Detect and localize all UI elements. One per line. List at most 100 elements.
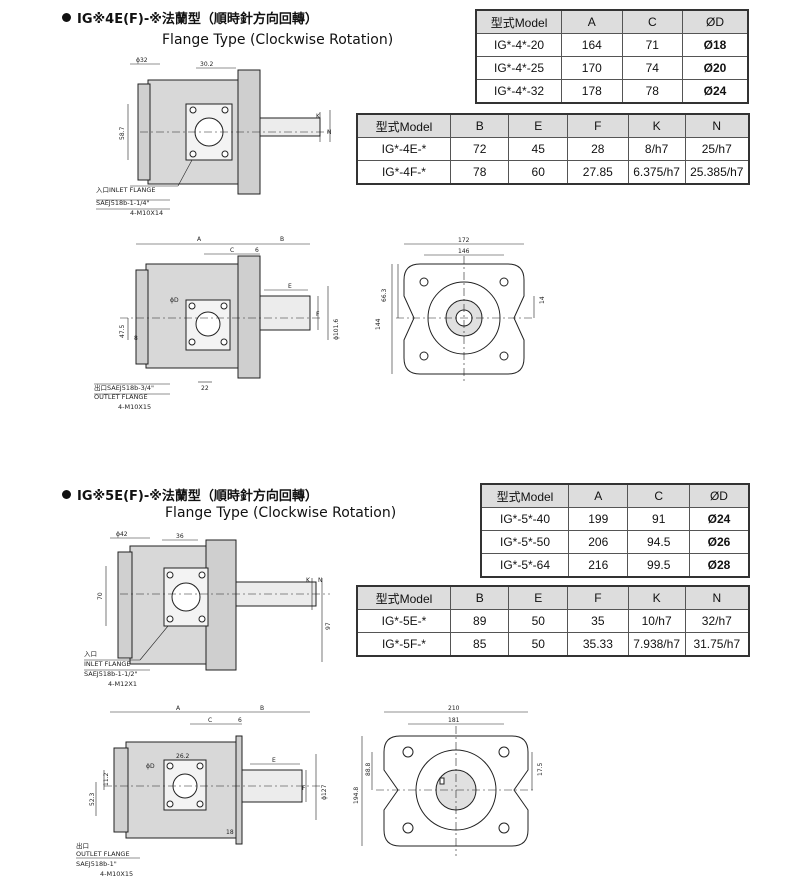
section1-side-view-bottom [94, 243, 329, 395]
dim-17-5: 17.5 [537, 762, 544, 776]
table-header-row: 型式Model B E F K N [355, 585, 750, 610]
dim-22: 22 [201, 385, 209, 392]
inlet-bolt-label: 4-M10X14 [130, 209, 163, 217]
cell: Ø20 [681, 56, 749, 80]
cell: 27.85 [566, 160, 629, 185]
cell: 28 [566, 137, 629, 161]
cell: 6.375/h7 [627, 160, 686, 185]
section1-bottom-labels: A B C 6 E F ϕD ϕ101.6 47.5 8 22 出口SAEJ51… [94, 236, 340, 411]
dim-18: 18 [226, 829, 234, 836]
section1-top-labels: ϕ32 30.2 58.7 K N 入口INLET FLANGE SAEJ518… [96, 57, 332, 217]
dim-210: 210 [448, 705, 460, 712]
dim-a: A [176, 705, 181, 712]
dim-phi42: ϕ42 [116, 531, 128, 538]
dim-8: 8 [134, 335, 138, 342]
cell: 8/h7 [627, 137, 686, 161]
cell: 31.75/h7 [684, 632, 750, 657]
table-header-row: 型式Model A C ØD [475, 9, 749, 34]
cell: IG*-5*-64 [480, 553, 569, 578]
dim-52-3: 52.3 [89, 792, 96, 806]
bullet-icon [62, 13, 71, 22]
cell: IG*-4*-25 [475, 56, 563, 80]
cell: 50 [508, 609, 569, 633]
cell: 72 [449, 137, 510, 161]
cell: 216 [567, 553, 629, 578]
section2-title: IG※5E(F)-※法蘭型（順時針方向回轉） [62, 485, 318, 504]
dim-phi127: ϕ127 [321, 784, 328, 800]
col-a: A [567, 483, 629, 508]
section1-subtitle: Flange Type (Clockwise Rotation) [162, 32, 394, 48]
col-b: B [449, 585, 510, 610]
dim-c: C [230, 247, 234, 254]
cell: Ø24 [681, 79, 749, 104]
cell: Ø28 [688, 553, 750, 578]
dim-n: N [318, 577, 323, 584]
dim-88-8: 88.8 [365, 762, 372, 776]
cell: 178 [561, 79, 623, 104]
table-row: IG*-4E-* 72 45 28 8/h7 25/h7 [355, 137, 750, 161]
cell: Ø26 [688, 530, 750, 554]
table-row: IG*-5*-40 199 91 Ø24 [480, 507, 750, 531]
section1-side-view-top [96, 63, 331, 210]
cell: 206 [567, 530, 629, 554]
section1-title-text: IG※4E(F)-※法蘭型（順時針方向回轉） [77, 12, 318, 27]
col-model: 型式Model [480, 483, 569, 508]
dim-144: 144 [375, 318, 382, 330]
dim-phi101-6: ϕ101.6 [333, 319, 340, 340]
dim-36: 36 [176, 533, 184, 540]
cell: 85 [449, 632, 510, 657]
dim-172: 172 [458, 237, 470, 244]
cell: IG*-4E-* [355, 137, 451, 161]
cell: 25.385/h7 [684, 160, 750, 185]
cell: 35.33 [567, 632, 629, 657]
cell: IG*-4*-32 [475, 79, 563, 104]
col-e: E [508, 113, 568, 138]
table-row: IG*-4*-25 170 74 Ø20 [475, 56, 749, 80]
col-d: ØD [688, 483, 750, 508]
table-row: IG*-4*-32 178 78 Ø24 [475, 79, 749, 104]
section1-table-top: 型式Model A C ØD IG*-4*-20 164 71 Ø18 IG*-… [475, 9, 749, 104]
dim-194-8: 194.8 [353, 787, 360, 804]
cell: 32/h7 [684, 609, 750, 633]
col-d: ØD [681, 9, 749, 34]
cell: IG*-5*-40 [480, 507, 569, 531]
cell: 170 [561, 56, 623, 80]
table-header-row: 型式Model B E F K N [355, 113, 750, 138]
dim-70: 70 [97, 592, 104, 600]
outlet-bolt-label: 4-M10X15 [118, 403, 151, 411]
section1-front-view [391, 243, 535, 382]
table-row: IG*-4*-20 164 71 Ø18 [475, 33, 749, 57]
cell: 94.5 [627, 530, 690, 554]
cell: 164 [561, 33, 623, 57]
dim-e: E [288, 283, 292, 290]
cell: 78 [621, 79, 683, 104]
section2-table-top: 型式Model A C ØD IG*-5*-40 199 91 Ø24 IG*-… [480, 483, 750, 578]
section2-front-view [361, 711, 536, 856]
dim-b: B [260, 705, 264, 712]
cell: 99.5 [627, 553, 690, 578]
dim-a: A [197, 236, 202, 243]
col-n: N [684, 585, 750, 610]
cell: IG*-4*-20 [475, 33, 563, 57]
section2-subtitle: Flange Type (Clockwise Rotation) [165, 505, 397, 521]
cell: 35 [567, 609, 629, 633]
cell: 10/h7 [627, 609, 686, 633]
col-f: F [567, 585, 629, 610]
dim-phi32: ϕ32 [136, 57, 148, 64]
table-row: IG*-5F-* 85 50 35.33 7.938/h7 31.75/h7 [355, 632, 750, 657]
outlet-sae-label: 出口SAEJ518b-3/4" [94, 383, 154, 392]
dim-11-2: 11.2 [103, 772, 110, 786]
col-k: K [627, 113, 686, 138]
section2-side-view-bottom [76, 711, 320, 859]
dim-f: F [316, 311, 320, 318]
section1-front-labels: 172 146 66.3 144 14 [375, 237, 546, 330]
dim-58-7: 58.7 [119, 126, 126, 140]
col-a: A [561, 9, 623, 34]
cell: 45 [508, 137, 568, 161]
col-c: C [621, 9, 683, 34]
section2-title-text: IG※5E(F)-※法蘭型（順時針方向回轉） [77, 489, 318, 504]
section2-front-labels: 210 181 88.8 194.8 17.5 [353, 705, 544, 804]
col-model: 型式Model [355, 585, 451, 610]
cell: 25/h7 [684, 137, 750, 161]
cell: Ø18 [681, 33, 749, 57]
